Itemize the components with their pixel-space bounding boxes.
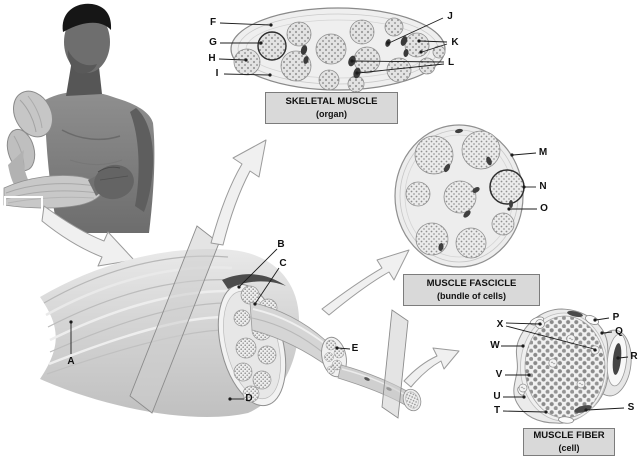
label-v: V xyxy=(495,369,503,380)
hair xyxy=(62,3,112,32)
label-e: E xyxy=(351,343,359,354)
head xyxy=(64,11,110,73)
fascia-sliver xyxy=(222,274,286,289)
label-a: A xyxy=(67,356,75,367)
fiber-cross-section xyxy=(513,308,632,424)
organ-caption-box: SKELETAL MUSCLE (organ) xyxy=(265,92,398,124)
organ-caption-subtitle: (organ) xyxy=(316,108,347,119)
leader-dots xyxy=(69,23,620,414)
label-o: O xyxy=(540,203,548,214)
leader-lines xyxy=(70,17,629,413)
label-x: X xyxy=(496,319,504,330)
fiber-caption-box: MUSCLE FIBER (cell) xyxy=(523,428,615,456)
label-r: R xyxy=(630,351,638,362)
label-q: Q xyxy=(615,326,623,337)
label-w: W xyxy=(490,340,500,351)
fascicle-caption-title: MUSCLE FASCICLE xyxy=(426,278,517,290)
label-d: D xyxy=(245,393,253,404)
magnifier-arrow-to-fiber xyxy=(403,347,460,388)
magnifier-arrow-to-organ-section xyxy=(210,139,267,246)
label-f: F xyxy=(209,17,217,28)
label-g: G xyxy=(209,37,217,48)
label-h: H xyxy=(208,53,216,64)
fiber-caption-title: MUSCLE FIBER xyxy=(533,430,605,442)
label-c: C xyxy=(279,258,287,269)
single-muscle-fiber xyxy=(337,364,422,412)
illustrated-arm-muscles xyxy=(3,90,105,209)
label-b: B xyxy=(277,239,285,250)
cut-plane-fiber xyxy=(381,309,409,419)
fascicle-caption-box: MUSCLE FASCICLE (bundle of cells) xyxy=(403,274,540,306)
outlined-fiber-n xyxy=(489,169,525,205)
organ-caption-title: SKELETAL MUSCLE xyxy=(285,96,378,108)
fist xyxy=(94,164,134,200)
label-t: T xyxy=(493,405,501,416)
label-l: L xyxy=(447,57,455,68)
label-p: P xyxy=(612,312,620,323)
label-m: M xyxy=(538,147,548,158)
fascicle-caption-subtitle: (bundle of cells) xyxy=(436,290,506,301)
label-s: S xyxy=(627,402,635,413)
cut-plane-muscle xyxy=(129,225,220,414)
fiber-nuclei xyxy=(567,310,592,413)
label-k: K xyxy=(451,37,459,48)
outlined-fascicle-g xyxy=(257,31,287,61)
forearm-highlight-box xyxy=(4,196,43,219)
left-arm-shadow xyxy=(130,108,154,212)
fascicle-nuclei xyxy=(438,128,513,251)
mitochondria xyxy=(518,319,600,393)
label-u: U xyxy=(493,391,501,402)
magnifier-arrow-to-muscle xyxy=(41,205,135,267)
label-j: J xyxy=(447,11,453,22)
label-i: I xyxy=(215,68,219,79)
person-photo xyxy=(3,3,155,233)
blood-vessels xyxy=(300,36,409,79)
magnifier-arrow-to-fascicle xyxy=(321,249,410,316)
skeletal-muscle-cross-section xyxy=(230,7,446,93)
fascicle-cross-section xyxy=(394,124,525,268)
fiber-caption-subtitle: (cell) xyxy=(558,442,580,453)
label-n: N xyxy=(539,181,547,192)
